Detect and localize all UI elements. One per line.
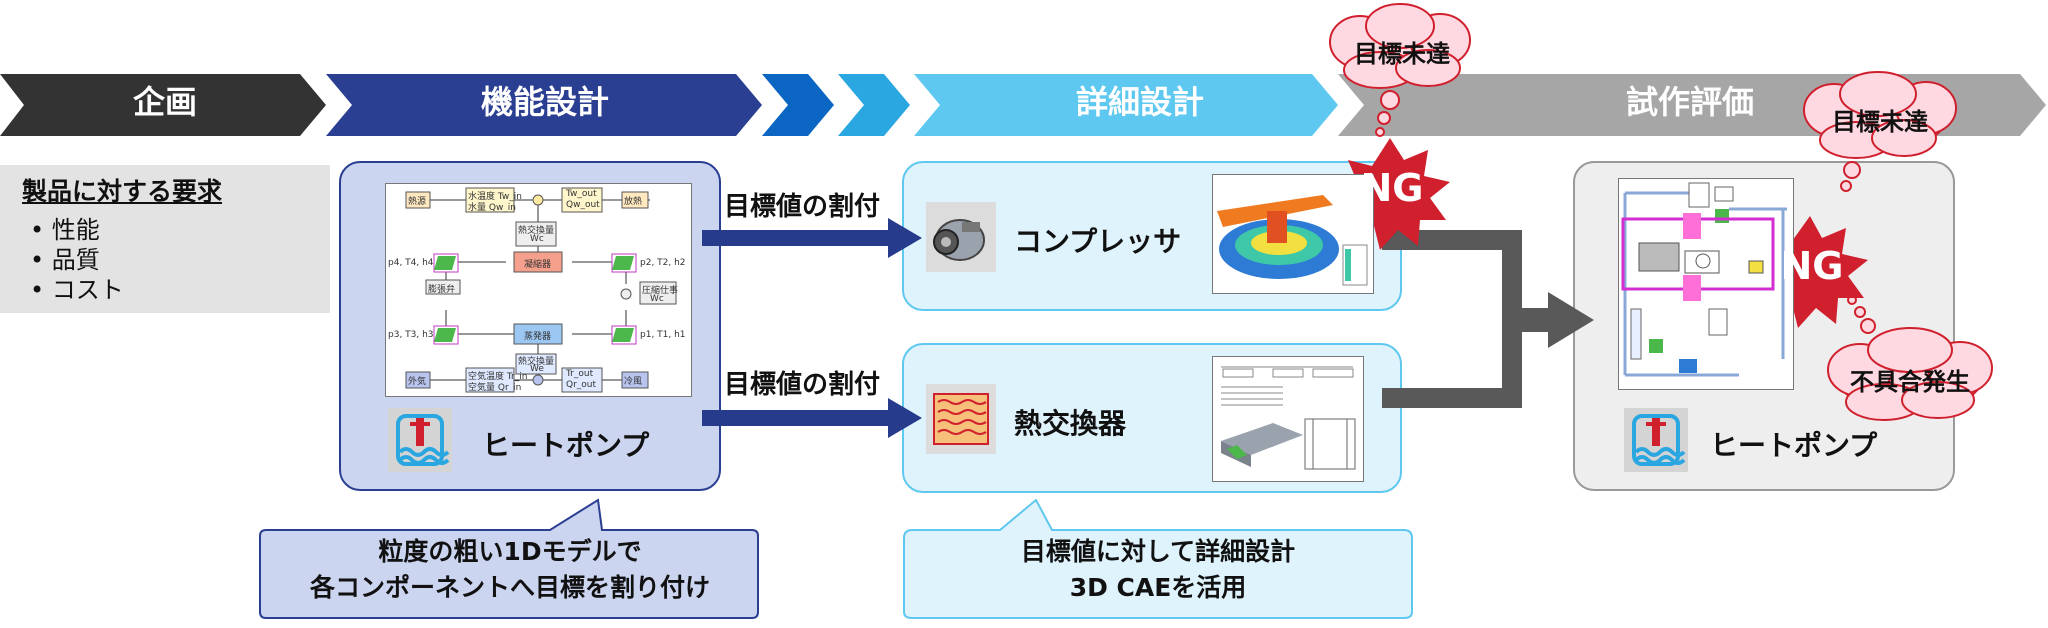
diagram-state-4: p4, T4, h4: [388, 258, 434, 268]
callout-detailed: [903, 498, 1413, 619]
diagram-state-1: p1, T1, h1: [640, 330, 686, 340]
compressor-icon: [926, 202, 996, 272]
callout-functional: [259, 498, 759, 619]
diagram-wc: Wc: [530, 234, 544, 244]
diagram-heat-source: 熱源: [408, 197, 427, 207]
diagram-water-temp: 水温度 Tw_in: [468, 192, 522, 202]
diagram-air-out-temp: Tr_out: [566, 369, 594, 379]
diagram-outside-air: 外気: [408, 377, 427, 387]
diagram-we: We: [530, 364, 544, 374]
stage-arrow-functional: [326, 74, 762, 136]
stage-arrow-mid-2: [838, 74, 910, 136]
heat-exchanger-icon: [926, 384, 996, 454]
stage-arrow-planning: [0, 74, 326, 136]
stage-prototype-evaluation: 試作評価: [1625, 83, 1754, 121]
heat-pump-icon: [1624, 408, 1688, 472]
heat-pump-label-prototype: ヒートポンプ: [1710, 429, 1878, 462]
cloud-defect: [1827, 295, 1993, 421]
callout-functional-text: 粒度の粗い1Dモデルで 各コンポーネントへ目標を割り付け: [309, 537, 710, 602]
diagram-compressor-spec: 圧縮仕事: [642, 286, 679, 296]
heat-exchanger-label: 熱交換器: [1014, 407, 1127, 440]
cloud-target-missed-2-text: 目標未達: [1832, 108, 1928, 136]
stage-arrow-mid-1: [762, 74, 834, 136]
diagram-state-3: p3, T3, h3: [388, 330, 434, 340]
diagram-heat-exchange-2: 熱交換量: [518, 357, 555, 367]
diagram-cooling: 冷風: [624, 377, 643, 387]
assign-label-compressor: 目標値の割付: [724, 192, 881, 222]
callout-detailed-text: 目標値に対して詳細設計 3D CAEを活用: [1020, 537, 1296, 602]
assign-label-heat-exchanger: 目標値の割付: [724, 370, 881, 400]
heat-pump-icon: [388, 408, 452, 472]
stage-planning: 企画: [132, 83, 197, 121]
stage-functional-design: 機能設計: [480, 83, 609, 121]
diagram-wcomp: Wc: [650, 294, 664, 304]
cloud-defect-text: 不具合発生: [1850, 368, 1970, 396]
heat-pump-label-functional: ヒートポンプ: [482, 429, 650, 462]
heat-pump-1d-diagram: 熱源 水温度 Tw_in 水量 Qw_in Tw_out Qw_out 放熱 熱…: [385, 183, 692, 397]
compressor-cae-image: [1212, 174, 1374, 294]
diagram-air-flow: 空気量 Qr_in: [468, 383, 522, 393]
diagram-evaporator: 蒸発器: [524, 332, 552, 342]
heat-exchanger-cae-image: [1212, 356, 1364, 482]
assign-arrow-2: [702, 398, 922, 438]
ng-label-2: NG: [1780, 244, 1844, 288]
diagram-air-temp: 空気温度 Tr_in: [468, 372, 528, 382]
stage-arrow-detailed: [914, 74, 1338, 136]
requirement-item: • 品質: [30, 246, 100, 274]
assign-arrow-1: [702, 218, 922, 258]
diagram-air-out-flow: Qr_out: [566, 380, 597, 390]
diagram-heat-release: 放熱: [624, 197, 643, 207]
prototype-system-image: [1618, 178, 1794, 390]
diagram-condenser: 凝縮器: [524, 260, 552, 270]
diagram-out-temp: Tw_out: [566, 189, 597, 199]
requirements-title: 製品に対する要求: [22, 177, 223, 206]
requirement-item: • コスト: [30, 276, 124, 304]
diagram-expansion-valve: 膨張弁: [428, 285, 456, 295]
cloud-target-missed-1: [1329, 3, 1471, 137]
diagram-heat-exchange-1: 熱交換量: [518, 226, 555, 236]
stage-detailed-design: 詳細設計: [1075, 83, 1204, 121]
ng-label-1: NG: [1360, 166, 1424, 210]
cloud-target-missed-1-text: 目標未達: [1354, 40, 1450, 68]
requirement-item: • 性能: [30, 216, 100, 244]
diagram-state-2: p2, T2, h2: [640, 258, 686, 268]
requirements-box: [0, 165, 330, 313]
compressor-label: コンプレッサ: [1014, 225, 1182, 258]
diagram-water-flow: 水量 Qw_in: [468, 203, 517, 213]
diagram-out-flow: Qw_out: [566, 200, 600, 210]
cloud-target-missed-2: [1803, 71, 1957, 192]
